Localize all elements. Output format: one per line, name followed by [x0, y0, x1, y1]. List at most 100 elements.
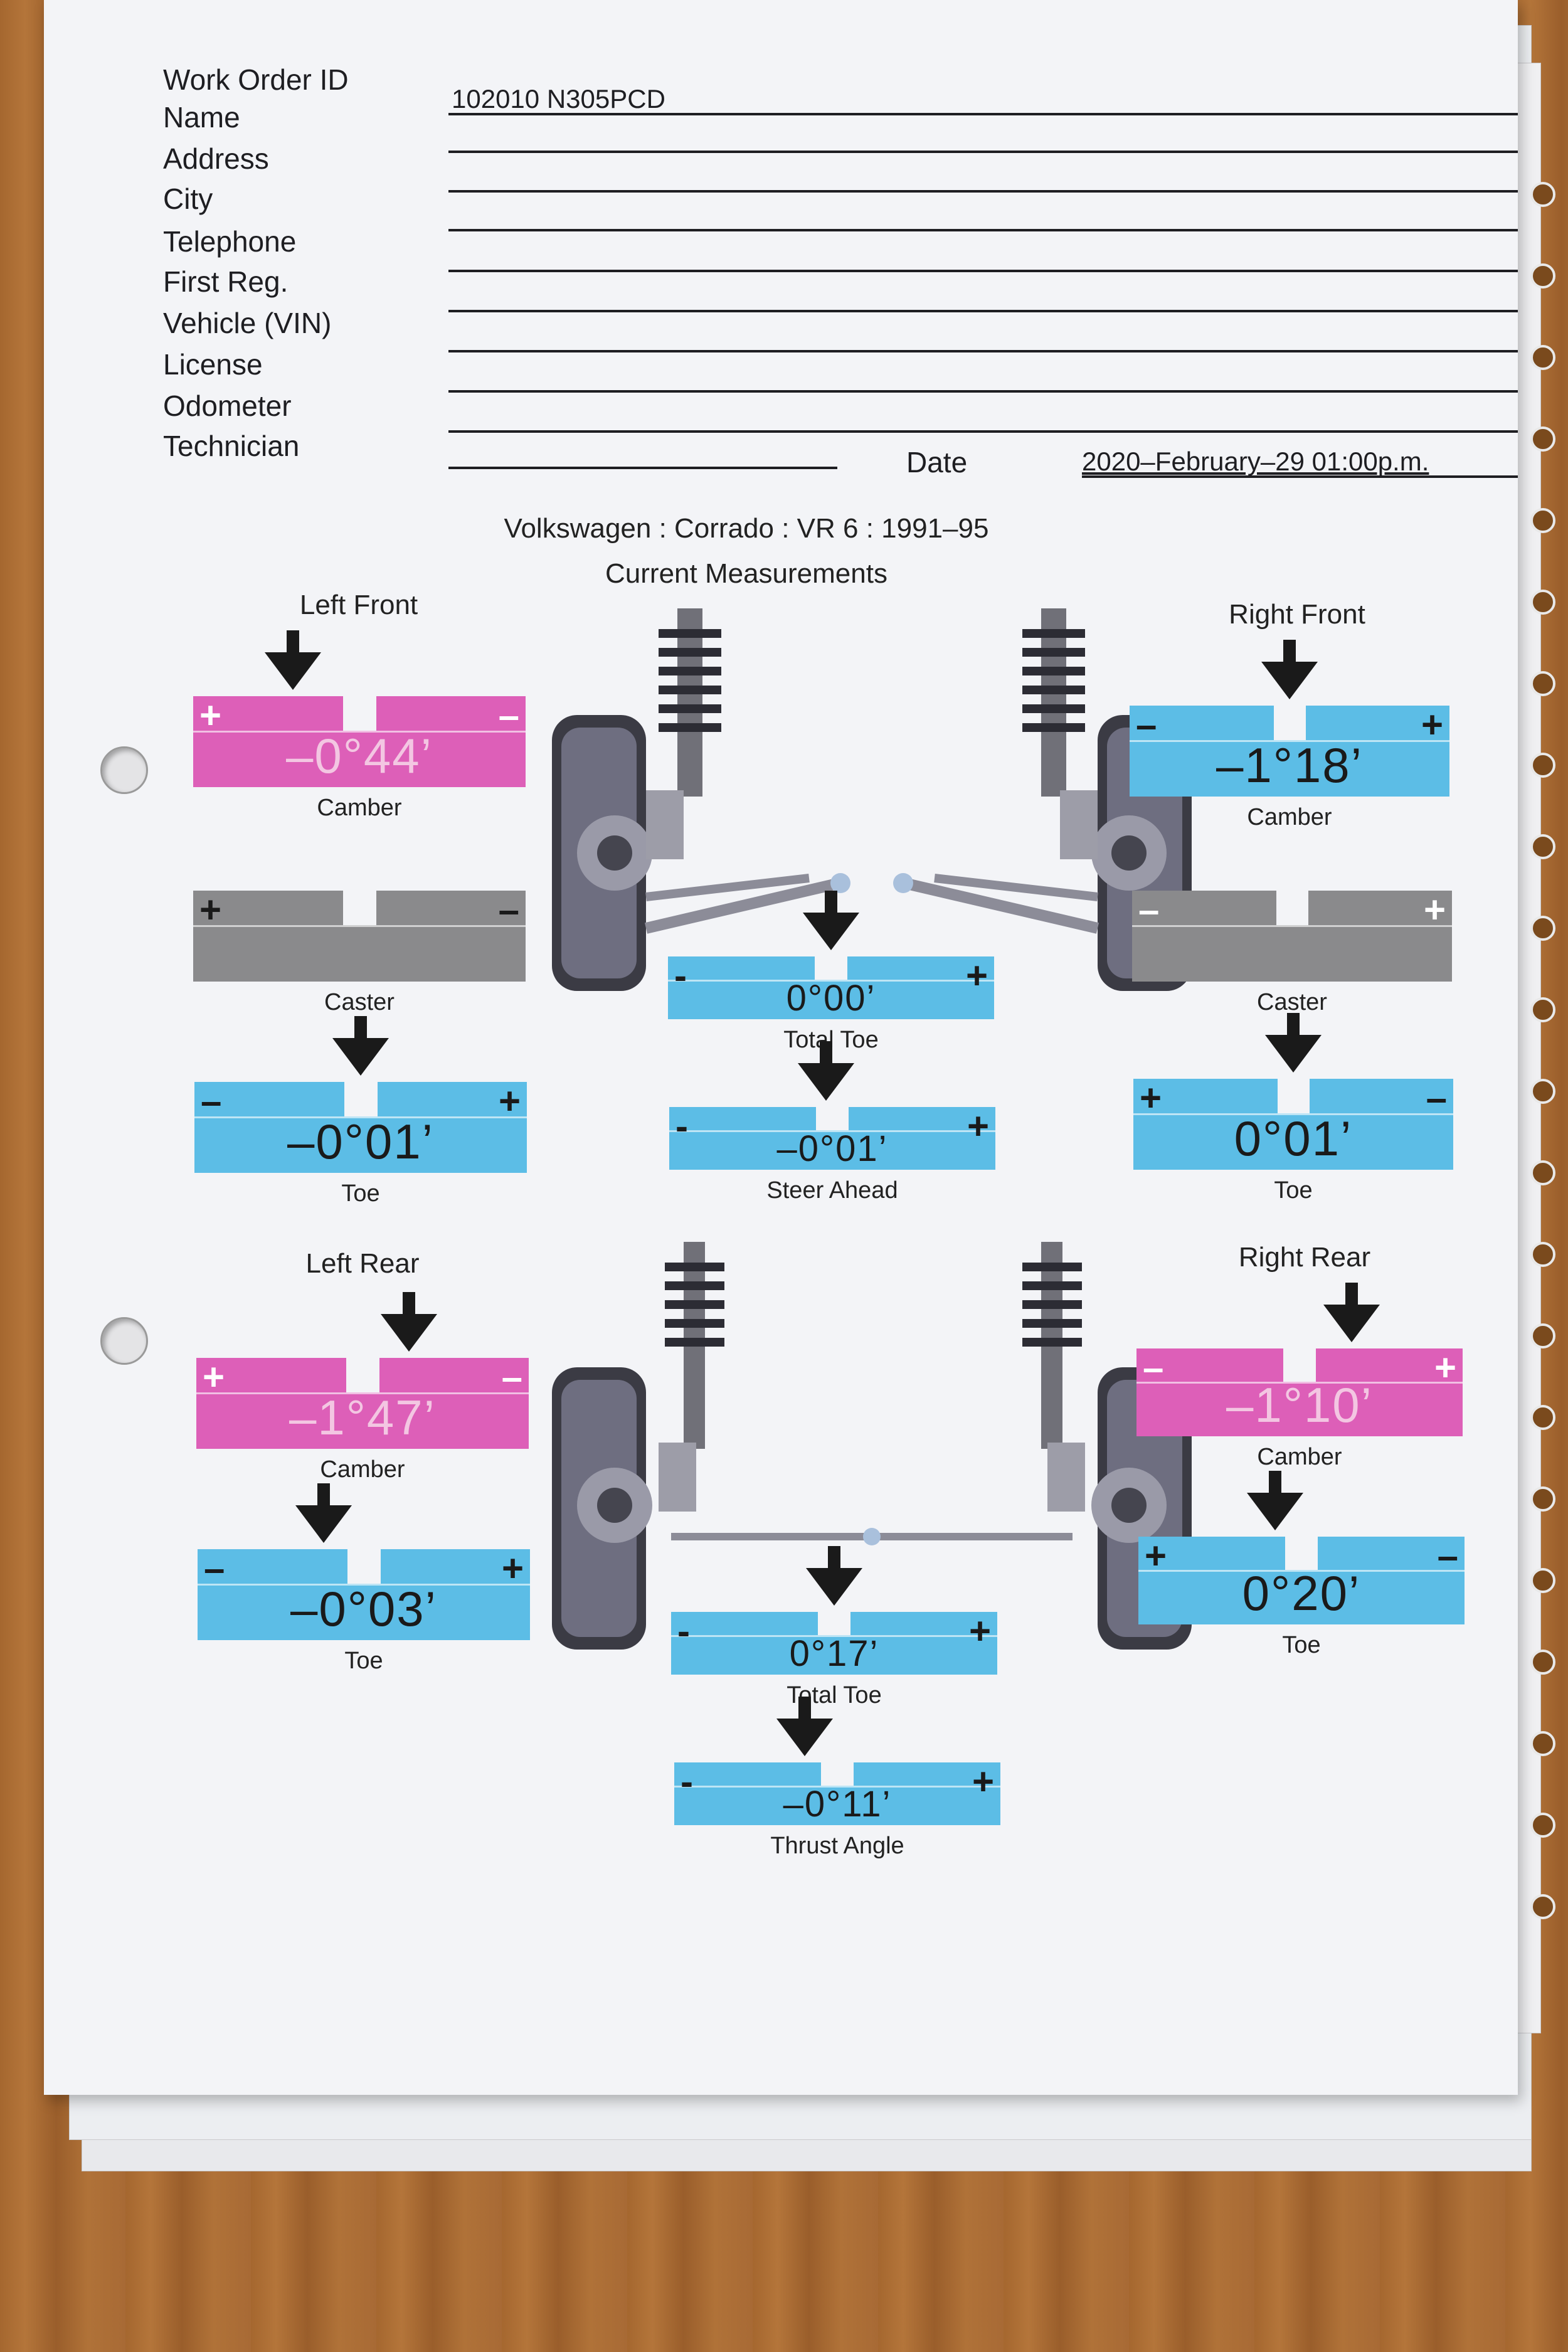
binder-hole: [100, 746, 148, 794]
gauge-bar: [1133, 1113, 1453, 1170]
form-line: [448, 151, 1518, 153]
gauge-bar: [669, 1130, 995, 1170]
left-front-strut-icon: [644, 608, 850, 934]
gauge-bar: [194, 1116, 527, 1173]
form-line: [448, 113, 1518, 115]
gauge-band-right: [847, 956, 994, 984]
gauge-sign-left: -: [681, 1761, 693, 1803]
form-label-address: Address: [163, 142, 269, 175]
gauge-value: –1°47’: [289, 1390, 437, 1445]
pointer-arrow-stem: [317, 1483, 331, 1508]
punch-hole: [1530, 1568, 1555, 1593]
date-label: Date: [906, 446, 968, 479]
gauge-sign-right: –: [498, 889, 519, 931]
gauge-sign-left: –: [1143, 1347, 1164, 1389]
punch-hole: [1530, 671, 1555, 696]
gauge-band-right: [376, 891, 526, 931]
gauge-band-right: [1316, 1348, 1463, 1387]
gauge-caption: Steer Ahead: [766, 1177, 898, 1204]
gauge-value: 0°17’: [789, 1633, 879, 1674]
punch-hole: [1530, 1894, 1555, 1919]
form-line: [448, 310, 1518, 312]
pointer-arrow-stem: [825, 891, 837, 916]
punch-hole: [1530, 182, 1555, 207]
gauge-front-total-toe: -+0°00’Total Toe: [668, 891, 994, 1053]
vehicle-title: Volkswagen : Corrado : VR 6 : 1991–95: [504, 513, 989, 544]
form-label-license: License: [163, 348, 263, 381]
gauge-value: 0°01’: [1234, 1111, 1353, 1166]
form-line: [448, 350, 1518, 352]
gauge-caption: Toe: [341, 1180, 380, 1207]
punch-hole: [1530, 1323, 1555, 1348]
gauge-band-right: [1318, 1537, 1465, 1576]
gauge-caption: Camber: [320, 1456, 405, 1483]
gauge-value: –1°10’: [1226, 1377, 1374, 1433]
punch-hole: [1530, 508, 1555, 533]
gauge-bar: [193, 731, 526, 787]
form-label-vehicle-vin: Vehicle (VIN): [163, 307, 332, 339]
gauge-caption: Toe: [1274, 1177, 1313, 1204]
pointer-arrow-stem: [1345, 1283, 1359, 1308]
gauge-band-right: [379, 1358, 529, 1398]
gauge-steer-ahead: -+–0°01’Steer Ahead: [669, 1041, 995, 1204]
gauge-sign-right: –: [1437, 1535, 1458, 1577]
gauge-bar: [668, 980, 994, 1019]
left-front-wheel-icon: [552, 715, 652, 991]
gauge-value: 0°20’: [1242, 1565, 1361, 1621]
pointer-arrow-icon: [1323, 1305, 1380, 1342]
punch-hole: [1530, 1486, 1555, 1512]
gauge-band-right: [1309, 1079, 1453, 1119]
punch-hole: [1530, 1813, 1555, 1838]
binder-hole: [100, 1317, 148, 1365]
punch-hole: [1530, 1242, 1555, 1267]
gauge-rf-camber: –+–1°18’Camber: [1130, 640, 1449, 830]
punch-hole: [1530, 997, 1555, 1022]
gauge-caption: Thrust Angle: [770, 1833, 904, 1859]
pointer-arrow-stem: [1269, 1471, 1282, 1496]
current-measurements-title: Current Measurements: [605, 558, 887, 589]
gauge-band-left: [671, 1612, 818, 1640]
pointer-arrow-icon: [797, 1063, 854, 1101]
form-line: [448, 270, 1518, 272]
pointer-arrow-icon: [1247, 1493, 1304, 1530]
gauge-sign-right: +: [972, 1761, 994, 1803]
binder-punch-holes: [1524, 182, 1562, 2001]
gauge-band-right: [1305, 706, 1449, 746]
punch-hole: [1530, 1405, 1555, 1430]
punch-hole: [1530, 1079, 1555, 1104]
gauge-rf-caster: –+Caster: [1132, 889, 1452, 1015]
gauge-bar: [1138, 1570, 1465, 1624]
form-label-work-order-id: Work Order ID: [163, 63, 349, 96]
punch-hole: [1530, 1731, 1555, 1756]
gauge-sign-left: –: [1138, 889, 1160, 931]
rear-suspension-diagram: [552, 1242, 1192, 1650]
gauge-value: –0°11’: [783, 1784, 892, 1825]
form-line: [448, 190, 1518, 193]
gauge-band-left: [668, 956, 815, 984]
gauge-bar: [196, 1392, 529, 1449]
pointer-arrow-stem: [354, 1016, 367, 1041]
gauge-sign-right: +: [1434, 1347, 1456, 1389]
form-line: [448, 390, 1518, 393]
form-label-odometer: Odometer: [163, 389, 292, 422]
gauge-caption: Camber: [1257, 1444, 1342, 1470]
gauge-sign-left: -: [677, 1610, 690, 1652]
gauge-band-left: [194, 1082, 344, 1122]
gauge-sign-right: +: [501, 1547, 524, 1589]
form-label-city: City: [163, 183, 213, 215]
gauge-sign-right: –: [1426, 1077, 1447, 1119]
gauge-band-left: [198, 1549, 347, 1589]
pointer-arrow-icon: [806, 1568, 862, 1606]
gauge-bar: [1136, 1382, 1463, 1436]
gauge-bar: [193, 925, 526, 982]
gauge-sign-left: –: [201, 1080, 222, 1122]
gauge-value: –0°44’: [285, 728, 433, 783]
gauge-band-left: [196, 1358, 346, 1398]
gauge-sign-left: +: [203, 1356, 225, 1398]
gauge-band-right: [377, 1082, 527, 1122]
date-line: [1082, 475, 1518, 478]
gauge-band-left: [1130, 706, 1274, 746]
form-line: [448, 229, 1518, 231]
gauge-lr-camber: +––1°47’Camber: [196, 1292, 529, 1483]
punch-hole: [1530, 834, 1555, 859]
